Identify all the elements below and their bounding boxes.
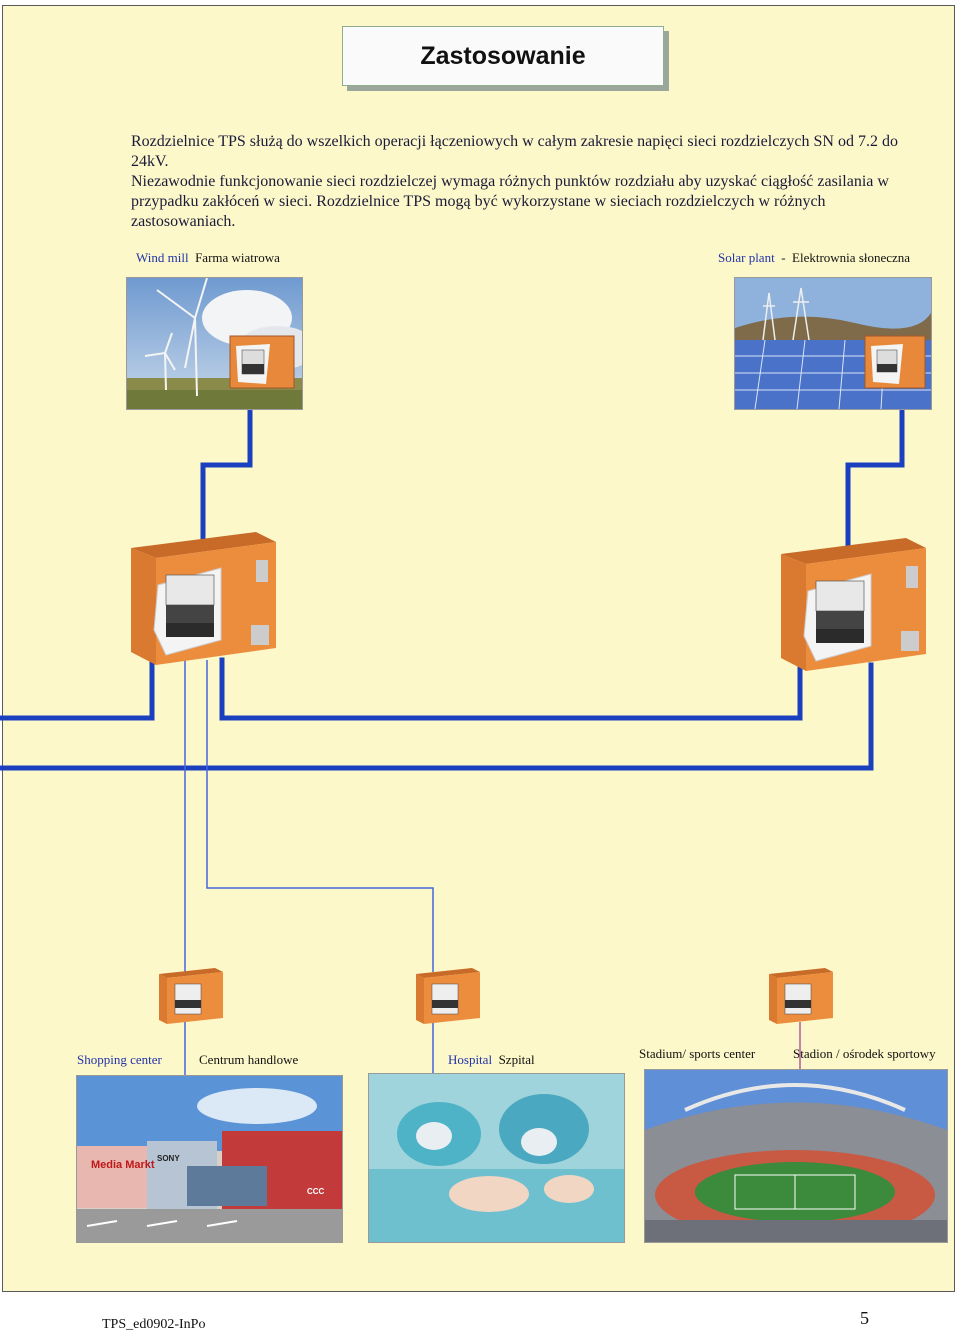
substation-small-shop: [159, 968, 223, 1024]
cable-left-exit: [0, 652, 155, 721]
wind-label-pl: Farma wiatrowa: [195, 250, 280, 265]
hospital-label: Hospital Szpital: [448, 1052, 535, 1068]
stadium-label-en: Stadium/ sports center: [639, 1046, 756, 1061]
hospital-label-pl: Szpital: [498, 1052, 535, 1067]
wind-label: Wind mill Farma wiatrowa: [136, 250, 280, 266]
solar-plant-photo: [734, 277, 932, 410]
stadium-label-pl-wrap: Stadion / ośrodek sportowy: [793, 1046, 936, 1062]
title-box: Zastosowanie: [342, 26, 664, 86]
stadium-label-en-wrap: Stadium/ sports center: [639, 1046, 755, 1062]
shopping-center-photo: Media Markt SONY CCC: [76, 1075, 343, 1243]
shop-label-pl-wrap: Centrum handlowe: [199, 1052, 298, 1068]
shop-label-en-wrap: Shopping center: [77, 1052, 162, 1068]
intro-paragraph-2: Niezawodnie funkcjonowanie sieci rozdzie…: [131, 173, 889, 230]
wind-farm-photo: [126, 277, 303, 410]
ccc-sign-text: CCC: [307, 1187, 325, 1196]
solar-label: Solar plant - Elektrownia słoneczna: [718, 250, 910, 266]
intro-paragraph-1: Rozdzielnice TPS służą do wszelkich oper…: [131, 133, 898, 170]
stadium-photo: [644, 1069, 948, 1243]
substation-large-left: [131, 532, 276, 665]
doc-code: TPS_ed0902-InPo: [102, 1317, 206, 1332]
cable-ring-link: [219, 657, 803, 721]
hospital-label-en: Hospital: [448, 1052, 493, 1067]
page-title: Zastosowanie: [420, 41, 586, 70]
cable-main-bus: [0, 662, 874, 771]
cable-thin-hospital: [206, 660, 434, 972]
solar-label-en: Solar plant: [718, 250, 775, 265]
substation-large-right: [781, 538, 926, 671]
stadium-label-pl: Stadion / ośrodek sportowy: [793, 1046, 936, 1061]
cable-solar-feed: [845, 392, 905, 548]
mall-sign-text: Media Markt: [91, 1159, 155, 1171]
hospital-photo: [368, 1073, 625, 1243]
cable-wind-feed: [200, 405, 253, 543]
shop-label-pl: Centrum handlowe: [199, 1052, 299, 1067]
wind-label-en: Wind mill: [136, 250, 189, 265]
solar-label-sep: -: [781, 250, 786, 265]
sony-sign-text: SONY: [157, 1154, 180, 1163]
intro-text: Rozdzielnice TPS służą do wszelkich oper…: [131, 132, 931, 232]
shop-label-en: Shopping center: [77, 1052, 162, 1067]
page-number: 5: [860, 1308, 869, 1328]
substation-small-stadium: [769, 968, 833, 1024]
solar-label-pl: Elektrownia słoneczna: [792, 250, 911, 265]
substation-small-hospital: [416, 968, 480, 1024]
